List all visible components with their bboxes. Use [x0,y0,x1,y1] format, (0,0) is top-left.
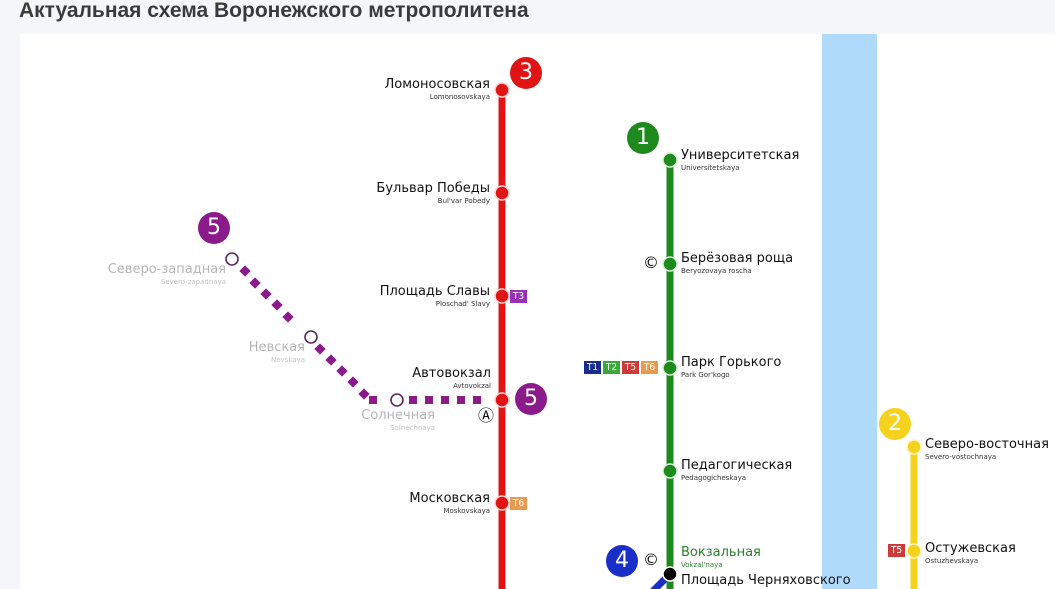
station-lomonosovskaya[interactable]: Ломоносовская Lomonosovskaya [385,78,491,101]
station-ploschad-slavy-dot [494,288,510,304]
station-bulvar-pobedy[interactable]: Бульвар Победы Bul'var Pobedy [376,182,490,205]
line-1-badge[interactable]: 1 [627,122,659,154]
station-name-ru: Берёзовая роща [681,251,794,266]
station-severo-vostochnaya[interactable]: Северо-восточная Severo-vostochnaya [925,438,1049,461]
station-name-ru: Ломоносовская [384,77,491,92]
station-moskovskaya-dot [494,495,510,511]
station-name-en: Lomonosovskaya [429,93,490,101]
station-name-ru: Северо-восточная [925,437,1049,452]
station-name-en: Ostuzhevskaya [925,557,979,565]
station-name-en: Bul'var Pobedy [437,197,490,205]
station-ploschad-chernyakhovskogo-dot [662,566,678,582]
station-avtovokzal[interactable]: Автовокзал Avtovokzal [412,367,491,390]
tram-badge-t2: T2 [603,361,620,374]
station-name-ru: Автовокзал [412,366,491,381]
station-lomonosovskaya-dot [494,82,510,98]
station-severo-zapadnaya[interactable]: Северо-западная Severo-zapadnaya [108,263,226,286]
station-name-ru: Бульвар Победы [376,181,490,196]
railway-station-icon: © [643,550,659,569]
station-name-ru: Площадь Черняховского [681,573,851,588]
station-name-en: Solnechnaya [390,424,435,432]
station-pedagogicheskaya[interactable]: Педагогическая Pedagogicheskaya [681,459,792,482]
line-3-badge[interactable]: 3 [510,57,542,89]
line-5-badge-top[interactable]: 5 [198,212,230,244]
line-2-badge[interactable]: 2 [879,408,911,440]
station-name-ru: Парк Горького [681,355,782,370]
station-park-gorkogo-dot [662,360,678,376]
station-nevskaya[interactable]: Невская Nevskaya [249,341,305,364]
station-avtovokzal-dot [494,392,510,408]
line-5-track [239,265,481,404]
station-beryozovaya-roscha[interactable]: Берёзовая роща Beryozovaya roscha [681,252,793,275]
station-solnechnaya-dot [390,393,404,407]
metro-map: 3 5 5 1 4 2 Ломоносовская Lomonosovskaya… [20,34,1055,589]
line-5-badge-right[interactable]: 5 [515,383,547,415]
station-name-ru: Северо-западная [107,262,226,277]
station-name-ru: Остужевская [925,541,1016,556]
station-name-ru: Площадь Славы [379,284,490,299]
station-name-ru: Московская [409,491,490,506]
tram-badge-t1: T1 [584,361,601,374]
station-beryozovaya-roscha-dot [662,256,678,272]
line-4-badge[interactable]: 4 [606,545,638,577]
station-vokzalnaya[interactable]: Вокзальная Vokzal'naya [681,546,761,569]
station-name-ru: Вокзальная [681,545,761,560]
station-name-en: Vokzal'naya [681,561,723,569]
station-name-en: Universitetskaya [681,164,740,172]
bus-station-icon: Ⓐ [478,406,495,425]
railway-station-icon: © [643,253,659,272]
station-name-en: Severo-zapadnaya [160,278,226,286]
station-name-en: Park Gor'kogo [681,371,730,379]
station-name-en: Nevskaya [271,356,305,364]
station-name-ru: Солнечная [361,408,435,423]
station-nevskaya-dot [304,330,318,344]
station-moskovskaya[interactable]: Московская Moskovskaya [409,492,490,515]
station-ostuzhevskaya-dot [906,543,922,559]
station-universitetskaya-dot [662,152,678,168]
station-name-en: Pedagogicheskaya [681,474,747,482]
tram-badge-t3: T3 [510,290,527,303]
station-bulvar-pobedy-dot [494,185,510,201]
tram-badge-t5: T5 [622,361,639,374]
station-name-en: Avtovokzal [453,382,491,390]
map-lines [225,82,922,589]
station-ostuzhevskaya[interactable]: Остужевская Ostuzhevskaya [925,542,1016,565]
station-name-en: Ploschad' Slavy [435,300,490,308]
station-ploschad-chernyakhovskogo[interactable]: Площадь Черняховского [681,574,851,587]
station-ploschad-slavy[interactable]: Площадь Славы Ploschad' Slavy [380,285,490,308]
tram-badge-t6: T6 [510,497,527,510]
station-name-ru: Университетская [681,148,800,163]
station-severo-vostochnaya-dot [906,439,922,455]
station-name-en: Beryozovaya roscha [681,267,752,275]
river [822,34,877,589]
tram-badge-t6: T6 [641,361,658,374]
station-name-en: Severo-vostochnaya [925,453,997,461]
station-severo-zapadnaya-dot [225,252,239,266]
station-solnechnaya[interactable]: Солнечная Solnechnaya [361,409,435,432]
station-pedagogicheskaya-dot [662,463,678,479]
tram-badge-t5: T5 [888,544,905,557]
station-name-ru: Педагогическая [681,458,793,473]
station-universitetskaya[interactable]: Университетская Universitetskaya [681,149,799,172]
page-title: Актуальная схема Воронежского метрополит… [19,0,529,22]
station-park-gorkogo[interactable]: Парк Горького Park Gor'kogo [681,356,781,379]
station-name-ru: Невская [248,340,305,355]
station-name-en: Moskovskaya [443,507,491,515]
